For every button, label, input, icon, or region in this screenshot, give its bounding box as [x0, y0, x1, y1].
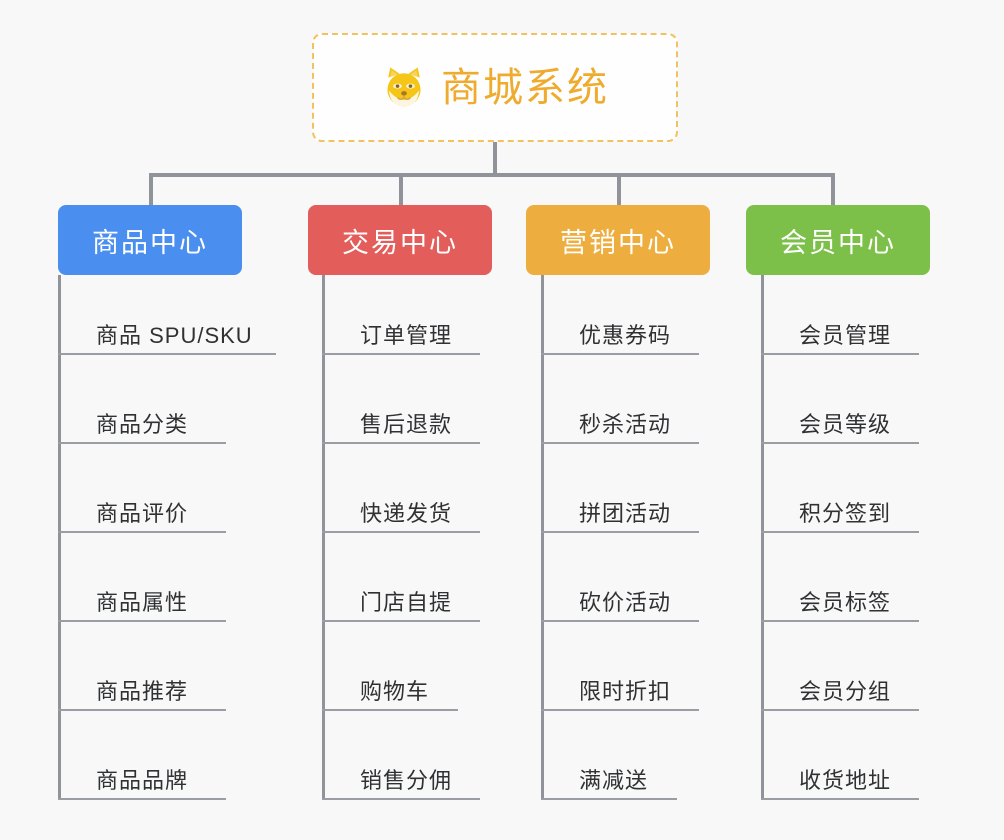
- sub-item-underline: [58, 531, 226, 533]
- sub-item-member-3[interactable]: 会员标签: [761, 590, 921, 614]
- sub-item-product-2[interactable]: 商品评价: [58, 501, 228, 525]
- sub-item-underline: [322, 531, 480, 533]
- sub-item-underline: [58, 353, 276, 355]
- sub-item-underline: [761, 353, 919, 355]
- sub-item-product-3[interactable]: 商品属性: [58, 590, 228, 614]
- sub-item-label: 购物车: [360, 679, 430, 704]
- sub-item-underline: [761, 709, 919, 711]
- sub-item-label: 优惠券码: [579, 323, 672, 348]
- sub-item-product-0[interactable]: 商品 SPU/SKU: [58, 323, 278, 347]
- sub-item-underline: [58, 709, 226, 711]
- sub-item-label: 积分签到: [799, 501, 892, 526]
- sub-item-label: 快递发货: [360, 501, 453, 526]
- sub-item-underline: [541, 442, 699, 444]
- sub-item-product-1[interactable]: 商品分类: [58, 412, 228, 436]
- sub-item-marketing-2[interactable]: 拼团活动: [541, 501, 701, 525]
- sub-item-underline: [322, 620, 480, 622]
- sub-item-trade-5[interactable]: 销售分佣: [322, 768, 482, 792]
- sub-item-label: 会员等级: [799, 412, 892, 437]
- connector-drop-1: [149, 173, 153, 205]
- root-node[interactable]: 商城系统: [312, 33, 678, 142]
- sub-item-label: 砍价活动: [579, 590, 672, 615]
- sub-item-label: 销售分佣: [360, 768, 453, 793]
- sub-item-label: 商品分类: [96, 412, 189, 437]
- column-spine-product-center: [58, 275, 61, 799]
- sub-item-underline: [541, 531, 699, 533]
- sub-item-label: 限时折扣: [579, 679, 672, 704]
- sub-item-label: 商品属性: [96, 590, 189, 615]
- connector-root-stem: [493, 142, 497, 176]
- sub-item-underline: [58, 620, 226, 622]
- sub-item-member-1[interactable]: 会员等级: [761, 412, 921, 436]
- column-spine-marketing-center: [541, 275, 544, 799]
- sub-item-marketing-3[interactable]: 砍价活动: [541, 590, 701, 614]
- sub-item-label: 商品推荐: [96, 679, 189, 704]
- sub-item-marketing-1[interactable]: 秒杀活动: [541, 412, 701, 436]
- sub-item-underline: [761, 531, 919, 533]
- sub-item-marketing-0[interactable]: 优惠券码: [541, 323, 701, 347]
- sub-item-label: 会员分组: [799, 679, 892, 704]
- category-label: 会员中心: [780, 227, 896, 258]
- sub-item-marketing-4[interactable]: 限时折扣: [541, 679, 701, 703]
- sub-item-marketing-5[interactable]: 满减送: [541, 768, 679, 792]
- sub-item-member-2[interactable]: 积分签到: [761, 501, 921, 525]
- category-header-marketing-center[interactable]: 营销中心: [526, 205, 710, 275]
- category-header-member-center[interactable]: 会员中心: [746, 205, 930, 275]
- sub-item-trade-4[interactable]: 购物车: [322, 679, 460, 703]
- category-label: 交易中心: [342, 227, 458, 258]
- sub-item-label: 会员管理: [799, 323, 892, 348]
- sub-item-member-5[interactable]: 收货地址: [761, 768, 921, 792]
- sub-item-underline: [761, 442, 919, 444]
- sub-item-label: 会员标签: [799, 590, 892, 615]
- sub-item-underline: [541, 353, 699, 355]
- sub-item-label: 商品品牌: [96, 768, 189, 793]
- sub-item-label: 满减送: [579, 768, 649, 793]
- sub-item-underline: [541, 709, 699, 711]
- sub-item-underline: [761, 620, 919, 622]
- sub-item-label: 拼团活动: [579, 501, 672, 526]
- sub-item-member-4[interactable]: 会员分组: [761, 679, 921, 703]
- connector-drop-4: [831, 173, 835, 205]
- sub-item-underline: [322, 442, 480, 444]
- category-header-product-center[interactable]: 商品中心: [58, 205, 242, 275]
- sub-item-trade-0[interactable]: 订单管理: [322, 323, 482, 347]
- sub-item-underline: [322, 798, 480, 800]
- sub-item-underline: [58, 798, 226, 800]
- column-spine-member-center: [761, 275, 764, 799]
- sub-item-underline: [541, 620, 699, 622]
- category-label: 营销中心: [560, 227, 676, 258]
- sub-item-label: 售后退款: [360, 412, 453, 437]
- category-header-trade-center[interactable]: 交易中心: [308, 205, 492, 275]
- sub-item-product-4[interactable]: 商品推荐: [58, 679, 228, 703]
- sub-item-label: 商品 SPU/SKU: [96, 323, 253, 348]
- sub-item-underline: [761, 798, 919, 800]
- sub-item-trade-1[interactable]: 售后退款: [322, 412, 482, 436]
- category-label: 商品中心: [92, 227, 208, 258]
- sub-item-label: 商品评价: [96, 501, 189, 526]
- sub-item-product-5[interactable]: 商品品牌: [58, 768, 228, 792]
- shiba-dog-face-icon: [381, 66, 427, 112]
- sub-item-label: 订单管理: [360, 323, 453, 348]
- sub-item-underline: [541, 798, 677, 800]
- root-title: 商城系统: [441, 65, 609, 110]
- column-spine-trade-center: [322, 275, 325, 799]
- sub-item-trade-3[interactable]: 门店自提: [322, 590, 482, 614]
- sub-item-underline: [322, 709, 458, 711]
- sub-item-underline: [322, 353, 480, 355]
- sub-item-trade-2[interactable]: 快递发货: [322, 501, 482, 525]
- sub-item-label: 门店自提: [360, 590, 453, 615]
- sub-item-underline: [58, 442, 226, 444]
- connector-horizontal-bus: [149, 173, 835, 177]
- sub-item-member-0[interactable]: 会员管理: [761, 323, 921, 347]
- connector-drop-3: [617, 173, 621, 205]
- connector-drop-2: [399, 173, 403, 205]
- sub-item-label: 秒杀活动: [579, 412, 672, 437]
- sub-item-label: 收货地址: [799, 768, 892, 793]
